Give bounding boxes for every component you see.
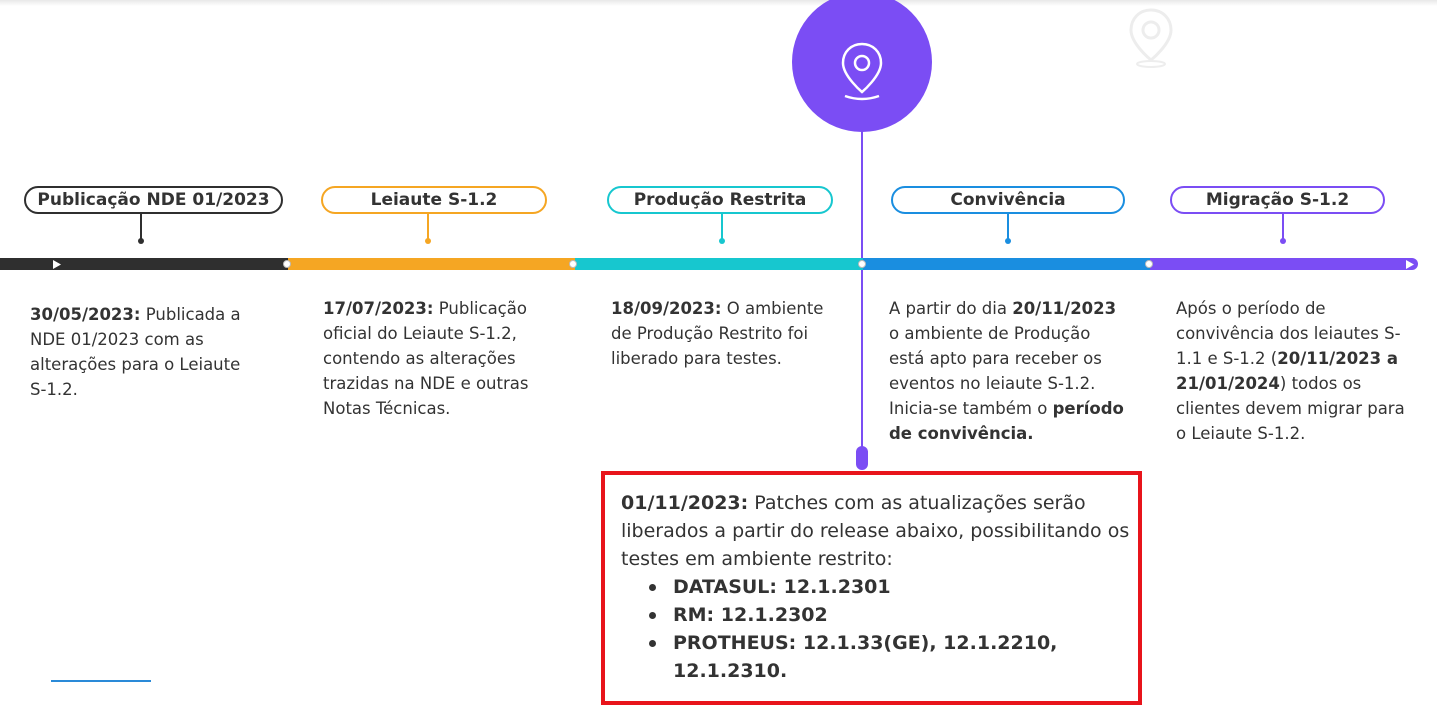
timeline-node: [283, 260, 291, 268]
release-item: RM: 12.1.2302: [649, 601, 1138, 629]
current-marker: [792, 0, 932, 132]
milestone-stem: [138, 214, 144, 244]
timeline-node: [1145, 260, 1153, 268]
milestone-date: 18/09/2023:: [611, 299, 722, 318]
milestone-label-migracao: Migração S-1.2: [1170, 186, 1385, 214]
play-arrow-icon: [1406, 260, 1414, 269]
milestone-stem: [425, 214, 431, 244]
milestone-text: o ambiente de Produção está apto para re…: [889, 324, 1102, 393]
release-item: PROTHEUS: 12.1.33(GE), 12.1.2210, 12.1.2…: [649, 629, 1138, 685]
current-marker-drop: [856, 446, 868, 470]
release-item: DATASUL: 12.1.2301: [649, 573, 1138, 601]
milestone-label-leiaute: Leiaute S-1.2: [321, 186, 547, 214]
milestone-text: ) todos os clientes devem migrar para o …: [1176, 374, 1405, 443]
milestone-text: A partir do dia: [889, 299, 1013, 318]
decorative-underline: [51, 680, 151, 682]
milestone-text: Publicada a NDE 01/2023 com as alteraçõe…: [30, 305, 241, 399]
timeline-segment-4: [863, 258, 1150, 270]
milestone-text: Publicação oficial do Leiaute S-1.2, con…: [323, 299, 529, 418]
milestone-description-convivencia: A partir do dia 20/11/2023 o ambiente de…: [889, 296, 1129, 446]
milestone-bold-text: período de convivência.: [889, 399, 1124, 443]
milestone-stem: [719, 214, 725, 244]
timeline-node: [858, 260, 866, 268]
release-list: DATASUL: 12.1.2301 RM: 12.1.2302 PROTHEU…: [621, 573, 1138, 685]
milestone-text: Inicia-se também o: [889, 399, 1053, 418]
milestone-description-leiaute: 17/07/2023: Publicação oficial do Leiaut…: [323, 296, 553, 421]
location-pin-icon: [841, 42, 883, 101]
milestone-date: 20/11/2023 a 21/01/2024: [1176, 349, 1399, 393]
callout-date: 01/11/2023:: [621, 492, 749, 514]
callout-intro: 01/11/2023: Patches com as atualizações …: [621, 489, 1138, 573]
current-marker-line: [861, 128, 863, 458]
milestone-label-nde: Publicação NDE 01/2023: [24, 186, 283, 214]
milestone-date: 20/11/2023: [1012, 299, 1117, 318]
milestone-date: 30/05/2023:: [30, 305, 141, 324]
timeline-segment-3: [575, 258, 863, 270]
milestone-description-producao: 18/09/2023: O ambiente de Produção Restr…: [611, 296, 841, 371]
callout-text: Patches com as atualizações serão libera…: [621, 492, 1130, 570]
milestone-stem: [1005, 214, 1011, 244]
milestone-description-migracao: Após o período de convivência dos leiaut…: [1176, 296, 1416, 446]
timeline-node: [569, 260, 577, 268]
milestone-text: Após o período de convivência dos leiaut…: [1176, 299, 1401, 368]
milestone-date: 17/07/2023:: [323, 299, 434, 318]
milestone-description-nde: 30/05/2023: Publicada a NDE 01/2023 com …: [30, 302, 260, 402]
location-pin-watermark-icon: [1129, 8, 1173, 68]
timeline-segment-5: [1150, 258, 1418, 270]
play-arrow-icon: [53, 260, 61, 269]
milestone-label-convivencia: Convivência: [891, 186, 1125, 214]
milestone-stem: [1280, 214, 1286, 244]
milestone-label-producao: Produção Restrita: [607, 186, 833, 214]
timeline-segment-2: [288, 258, 575, 270]
timeline-segment-1: [0, 258, 288, 270]
current-marker-callout: 01/11/2023: Patches com as atualizações …: [601, 471, 1142, 705]
milestone-text: O ambiente de Produção Restrito foi libe…: [611, 299, 824, 368]
top-shadow: [0, 0, 1437, 6]
